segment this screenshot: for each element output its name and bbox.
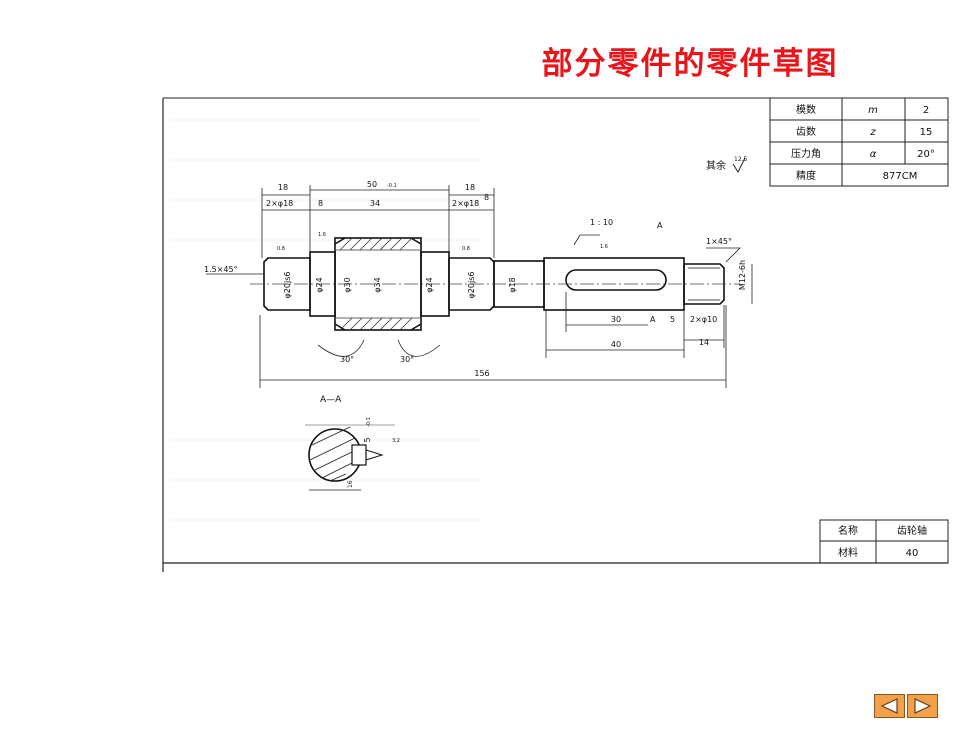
dim-taper: 1 : 10 <box>590 218 613 227</box>
param-value-3: 20° <box>917 149 935 160</box>
surface-note: 其余 <box>706 159 726 172</box>
next-slide-button[interactable] <box>907 694 938 718</box>
dim-dia-24-right: φ24 <box>425 277 434 292</box>
dim-34: 34 <box>370 199 380 208</box>
paper-grid <box>170 119 480 521</box>
param-value-2: 15 <box>920 127 933 138</box>
dim-chamfer-right: 1×45° <box>706 237 732 246</box>
dim-2x18-right: 2×φ18 <box>452 199 479 208</box>
slide-title: 部分零件的零件草图 <box>541 46 839 82</box>
param-name-1: 模数 <box>796 103 816 116</box>
view-a-label: A <box>657 221 663 230</box>
section-a-label: A <box>650 315 656 324</box>
dim-chamfer-left: 1.5×45° <box>204 265 238 274</box>
dim-dia-20-left: φ20js6 <box>283 272 292 299</box>
surface-note-value: 12.5 <box>734 156 748 163</box>
title-block-material-label: 材料 <box>838 546 858 559</box>
params-table <box>769 97 949 187</box>
dim-dia-20-right: φ20js6 <box>467 272 476 299</box>
dim-dia-18: φ18 <box>508 277 517 292</box>
rough-c: 0.8 <box>462 246 470 252</box>
title-block <box>819 519 949 564</box>
param-symbol-2: z <box>869 127 876 138</box>
section-view <box>305 424 395 491</box>
dim-18-right: 18 <box>465 183 475 192</box>
title-block-name-label: 名称 <box>838 524 858 537</box>
rough-b: 1.6 <box>318 232 326 238</box>
dim-50: 50 <box>367 180 377 189</box>
dim-18-left: 18 <box>278 183 288 192</box>
dim-50-tol: -0.1 <box>387 183 397 189</box>
param-value-4: 877CM <box>883 171 918 182</box>
dim-30: 30 <box>611 315 621 324</box>
dim-2x18-left: 2×φ18 <box>266 199 293 208</box>
rough-e: 3.2 <box>392 438 400 444</box>
dim-8-left: 8 <box>318 199 323 208</box>
dimension-lines <box>206 185 753 388</box>
dim-key-5-tol: -0.1 <box>366 417 372 427</box>
param-symbol-1: m <box>868 105 878 116</box>
dim-8-right: 8 <box>484 193 489 202</box>
dim-14: 14 <box>699 338 709 347</box>
param-name-3: 压力角 <box>791 147 821 160</box>
section-view-label: A—A <box>320 395 342 405</box>
param-name-2: 齿数 <box>796 125 816 138</box>
title-block-name-value: 齿轮轴 <box>897 524 927 537</box>
dim-5: 5 <box>670 315 675 324</box>
param-name-4: 精度 <box>796 169 816 182</box>
dim-2x10: 2×φ10 <box>690 315 717 324</box>
dim-angle-a: 30° <box>340 355 354 364</box>
dim-dia-30: φ30 <box>343 277 352 292</box>
dim-40: 40 <box>611 340 621 349</box>
dim-key-5: 5 <box>363 437 372 442</box>
triangle-left-icon <box>880 698 898 714</box>
title-block-material-value: 40 <box>906 548 919 559</box>
sheet-border <box>162 97 948 572</box>
rough-d: 1.6 <box>600 244 608 250</box>
dim-dia-34: φ34 <box>373 277 382 292</box>
dim-thread: M12-6h <box>738 260 747 290</box>
dim-dia-24-left: φ24 <box>315 277 324 292</box>
rough-a: 0.8 <box>277 246 285 252</box>
dim-156: 156 <box>474 369 489 378</box>
prev-slide-button[interactable] <box>874 694 905 718</box>
triangle-right-icon <box>914 698 932 714</box>
param-value-1: 2 <box>923 105 929 116</box>
roughness-symbol-icon <box>732 157 746 174</box>
gear-hatch <box>335 237 421 331</box>
param-symbol-3: α <box>870 149 877 160</box>
dim-key-16: 16 <box>347 480 354 488</box>
dim-angle-b: 30° <box>400 355 414 364</box>
